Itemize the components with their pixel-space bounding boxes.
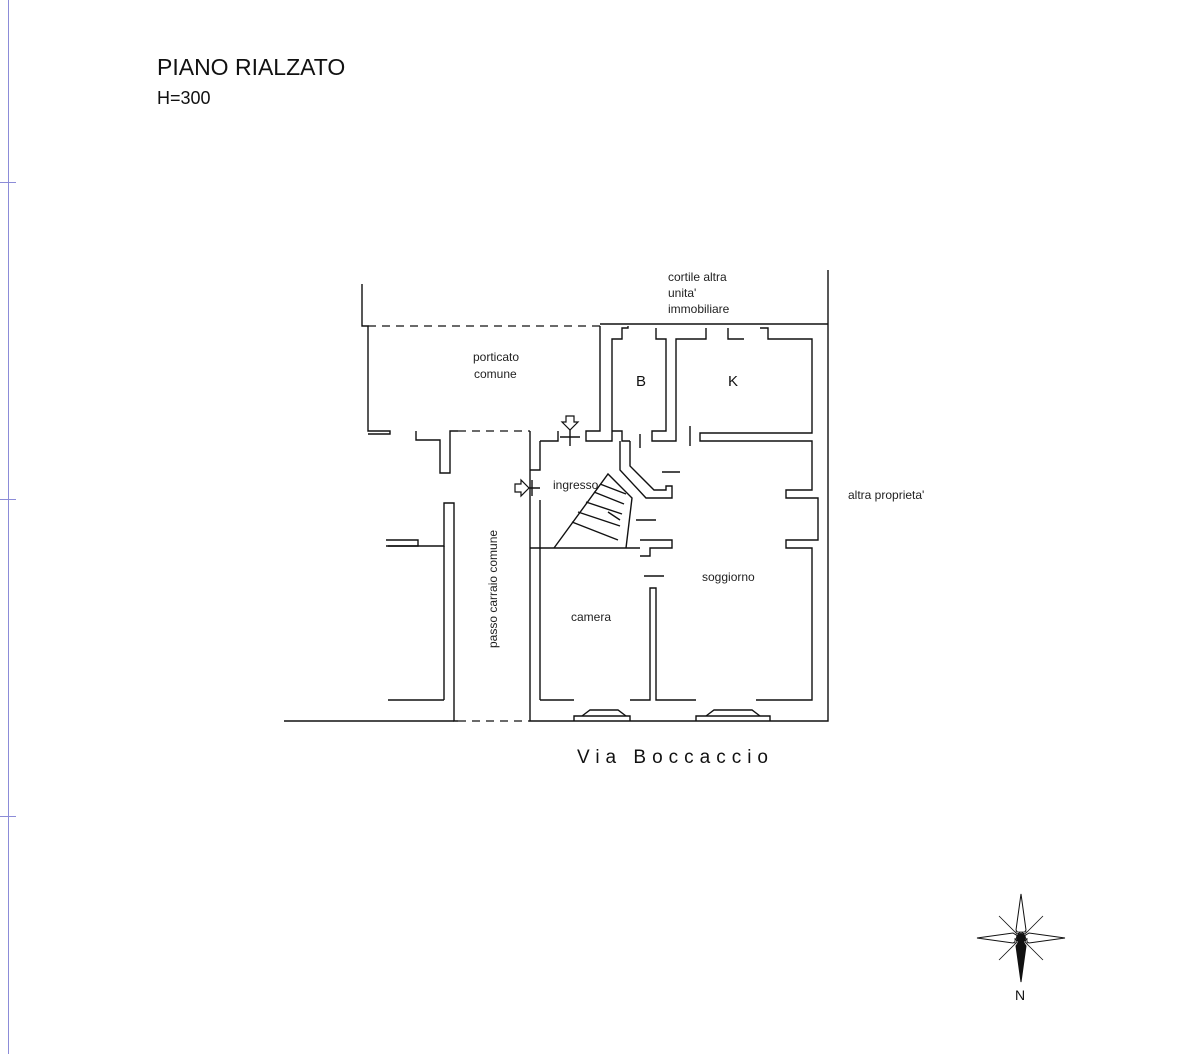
label-cortile-3: immobiliare <box>668 302 730 316</box>
label-ingresso: ingresso <box>553 478 599 492</box>
compass-rose-icon <box>976 893 1066 983</box>
street-windows <box>573 709 771 722</box>
margin-tick <box>0 182 16 183</box>
label-porticato-2: comune <box>474 367 517 381</box>
label-camera: camera <box>571 610 611 624</box>
margin-guide-line <box>8 0 9 1054</box>
north-label: N <box>1015 987 1025 1003</box>
label-bath: B <box>636 373 646 390</box>
height-note: H=300 <box>157 88 211 108</box>
label-kitchen: K <box>728 373 738 390</box>
label-cortile-2: unita' <box>668 286 696 300</box>
label-passo-carraio: passo carraio comune <box>486 530 500 648</box>
label-porticato-1: porticato <box>473 350 519 364</box>
apartment-walls <box>522 270 829 722</box>
margin-tick <box>0 816 16 817</box>
label-cortile-1: cortile altra <box>668 270 727 284</box>
label-soggiorno: soggiorno <box>702 570 755 584</box>
plan-title: PIANO RIALZATO <box>157 54 346 80</box>
entrance-arrow-icon <box>514 415 580 498</box>
label-altra-proprieta: altra proprieta' <box>848 488 924 502</box>
margin-tick <box>0 499 16 500</box>
left-structures <box>284 284 458 722</box>
dashed-boundaries <box>368 325 600 722</box>
street-name: Via Boccaccio <box>577 747 774 768</box>
